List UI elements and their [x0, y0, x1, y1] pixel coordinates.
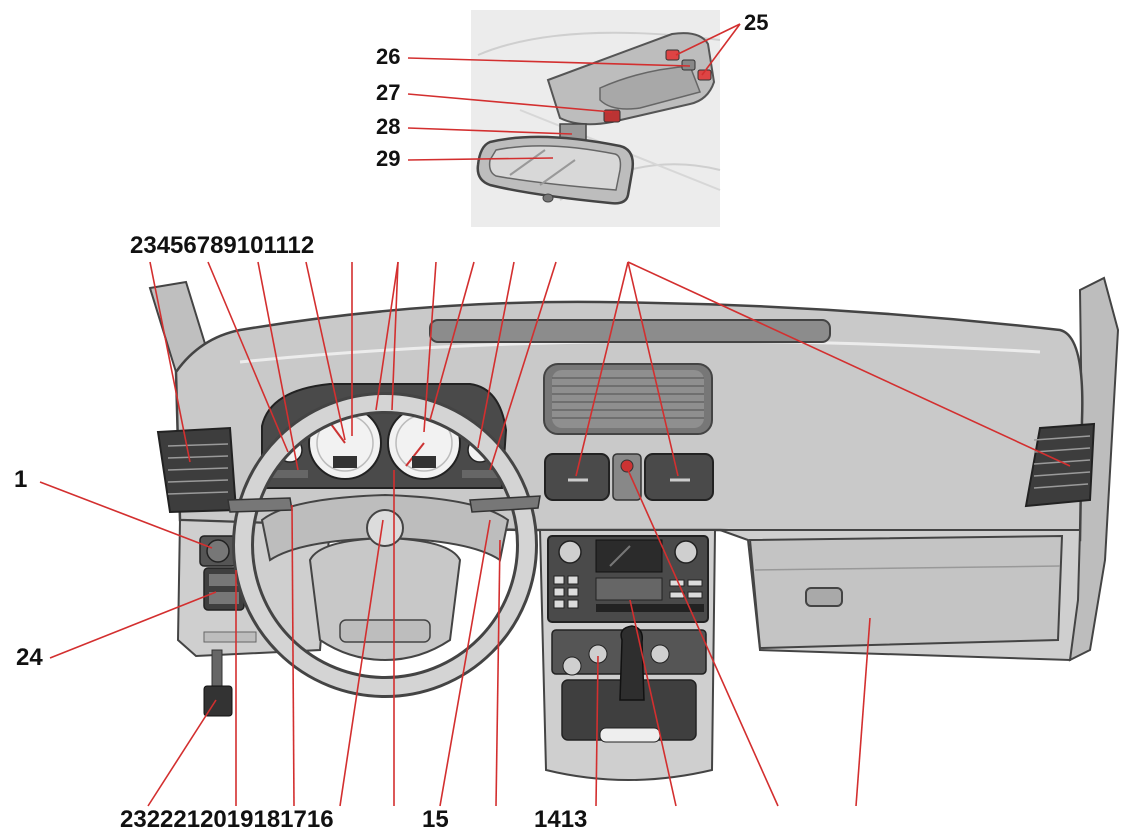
leader-23: [147, 699, 217, 807]
console-button-1: [665, 49, 680, 61]
leader-27: [407, 93, 613, 113]
leader-2: [149, 261, 191, 463]
leader-26: [407, 57, 691, 67]
leader-28: [407, 127, 573, 135]
leader-5: [305, 261, 346, 441]
leader-24: [49, 591, 217, 659]
leader-29: [407, 157, 554, 161]
leader-25b: [701, 23, 741, 76]
label-24: 24: [16, 644, 43, 671]
label-27: 27: [376, 80, 401, 105]
label-28: 28: [376, 114, 401, 139]
leader-vent-b: [627, 261, 679, 477]
hazard-button: [620, 459, 634, 473]
audio-knob-left: [558, 540, 582, 564]
overhead-console-inset: [471, 10, 721, 227]
label-29: 29: [376, 146, 401, 171]
leader-4: [257, 261, 299, 471]
label-25: 25: [744, 10, 769, 35]
label-top-row: 23456789101112: [130, 232, 315, 259]
leader-glovebox: [855, 617, 871, 807]
climate-knob-right: [650, 644, 670, 664]
headlight-switch: [206, 539, 230, 563]
leader-9: [423, 261, 437, 433]
leader-15: [439, 519, 491, 807]
gear-lever: [619, 625, 645, 701]
console-button-3: [697, 69, 712, 81]
leader-vent-c: [627, 261, 1071, 467]
leader-12: [489, 261, 557, 471]
leader-8: [391, 261, 399, 411]
leader-3: [207, 261, 289, 453]
leader-7: [375, 261, 399, 411]
dashboard-body: [148, 276, 1120, 781]
leader-1: [39, 481, 213, 549]
label-1: 1: [14, 466, 28, 493]
left-stalk: [227, 497, 293, 513]
climate-knob-left: [562, 656, 582, 676]
leader-11: [477, 261, 515, 449]
center-vent-left: [544, 453, 610, 501]
leader-25a: [675, 23, 741, 56]
glovebox: [748, 534, 1064, 650]
audio-display: [595, 539, 663, 573]
horn-emblem: [366, 509, 404, 547]
defroster-vent: [429, 319, 831, 343]
label-bottom-right: 1413: [534, 806, 588, 833]
console-button-2: [681, 59, 696, 71]
hazard-panel: [612, 453, 642, 501]
leader-20: [339, 519, 384, 807]
leader-lines: [39, 23, 1071, 807]
label-26: 26: [376, 44, 401, 69]
right-stalk: [469, 495, 541, 513]
leader-vent-a: [575, 261, 629, 477]
leader-hazard: [627, 469, 779, 807]
leader-10: [429, 261, 475, 421]
audio-keypad: [553, 575, 703, 609]
audio-knob-right: [674, 540, 698, 564]
label-bottom-left: 2322212019181716: [120, 806, 334, 833]
label-15: 15: [422, 806, 449, 833]
glovebox-handle: [805, 587, 843, 607]
leader-21: [291, 504, 295, 807]
leader-13: [629, 599, 677, 807]
center-vent-right: [644, 453, 714, 501]
leader-16: [495, 539, 501, 807]
leader-14: [595, 655, 599, 807]
console-switch: [603, 109, 621, 123]
